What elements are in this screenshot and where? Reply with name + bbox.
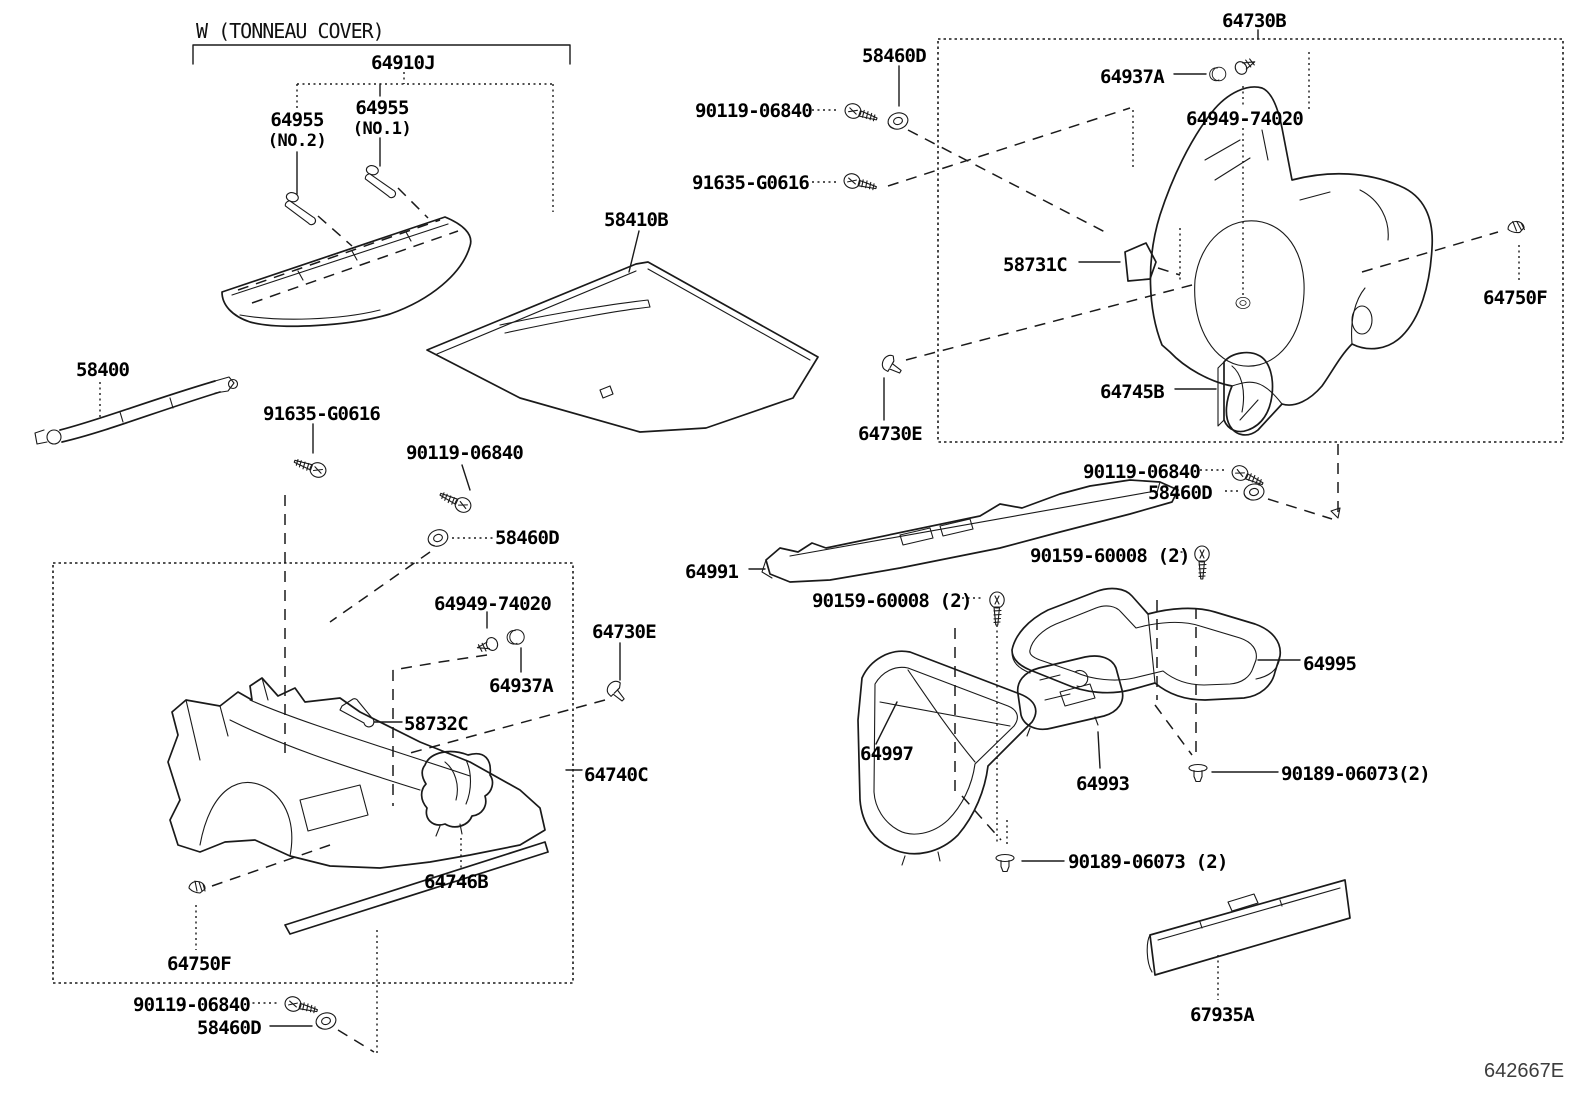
figure-code: 642667E xyxy=(1484,1060,1564,1082)
mid-right-hardware xyxy=(1200,444,1341,520)
clip-64750-left-icon xyxy=(188,880,206,894)
part-label-90189-bottom: 90189-06073 (2) xyxy=(1068,851,1228,873)
tonneau-group-label: W (TONNEAU COVER) xyxy=(196,19,384,43)
left-subassembly-box xyxy=(52,562,574,984)
part-label-90159-b: 90159-60008 (2) xyxy=(1030,545,1190,567)
bracket-64745-part xyxy=(1217,351,1274,433)
part-label-64740c: 64740C xyxy=(584,764,648,786)
pin-64949-right-icon xyxy=(1232,54,1258,77)
part-label-64937a-left: 64937A xyxy=(489,675,554,697)
trim-64991-part xyxy=(748,479,1179,583)
clip-64730e-right-icon xyxy=(879,352,906,378)
part-label-64995: 64995 xyxy=(1303,653,1357,675)
tonneau-clip-no1 xyxy=(361,163,401,199)
part-label-91635-left: 91635-G0616 xyxy=(263,403,380,425)
leader-58410B xyxy=(628,230,640,273)
luggage-mat-part xyxy=(426,230,819,433)
part-label-64955-no1: 64955 xyxy=(355,97,409,119)
panel-67935-part xyxy=(1146,879,1351,1000)
tray-64997-part xyxy=(857,650,1037,866)
part-label-58410b: 58410B xyxy=(604,209,668,231)
screw-90159-a-icon xyxy=(989,591,1005,626)
screw-90119-right-icon xyxy=(842,101,880,127)
tray-64993-part xyxy=(1016,655,1124,769)
right-subassembly-box xyxy=(937,38,1564,443)
part-label-58460d-left: 58460D xyxy=(495,527,559,549)
part-label-58732c: 58732C xyxy=(404,713,468,735)
part-label-64955-no2: 64955 xyxy=(270,109,324,131)
part-sublabel-no1: (NO.1) xyxy=(353,119,411,139)
part-label-58460d-bottom: 58460D xyxy=(197,1017,261,1039)
quarter-trim-rh-part xyxy=(1149,86,1434,436)
plug-64937-left-icon xyxy=(506,629,525,645)
part-label-64993: 64993 xyxy=(1076,773,1130,795)
part-label-67935a: 67935A xyxy=(1190,1004,1255,1026)
screw-91635-left-icon xyxy=(291,454,329,481)
part-label-90189-right: 90189-06073(2) xyxy=(1281,763,1430,785)
rivet-90189-bottom-icon xyxy=(995,853,1015,873)
tonneau-clip-no2 xyxy=(281,190,321,226)
part-label-90159-a: 90159-60008 (2) xyxy=(812,590,972,612)
part-label-64746b: 64746B xyxy=(424,871,488,893)
part-label-58400: 58400 xyxy=(76,359,130,381)
grommet-58460-left-icon xyxy=(425,526,451,550)
grommet-58460-mid-icon xyxy=(1242,481,1266,503)
part-label-90119-bottom: 90119-06840 xyxy=(133,994,250,1016)
rivet-90189-right-icon xyxy=(1188,763,1208,783)
right-box-top-hardware xyxy=(812,29,1310,296)
right-box-misc xyxy=(879,219,1526,433)
part-label-64750f-left: 64750F xyxy=(167,953,231,975)
garnish-64746-part xyxy=(420,750,494,868)
part-label-64750f-right: 64750F xyxy=(1483,287,1547,309)
part-label-90119-left: 90119-06840 xyxy=(406,442,523,464)
rivets-90189 xyxy=(961,763,1279,873)
pad-58731-icon xyxy=(1124,242,1157,282)
left-box-hardware xyxy=(339,611,631,806)
panel-grommet-icon xyxy=(1235,297,1251,309)
part-label-64949-right: 64949-74020 xyxy=(1186,108,1303,130)
screw-91635-right-icon xyxy=(841,171,879,195)
screw-90119-left-icon xyxy=(436,487,474,516)
tonneau-group-bracket xyxy=(192,44,571,65)
grommet-58460-bottom-icon xyxy=(313,1010,339,1032)
clip-64750-right-icon xyxy=(1506,219,1526,235)
part-label-64949-left: 64949-74020 xyxy=(434,593,551,615)
grommet-58460-topright-icon xyxy=(885,110,911,132)
screws-90159 xyxy=(954,545,1210,843)
left-fastener-group xyxy=(284,423,493,758)
part-label-90119-right: 90119-06840 xyxy=(695,100,812,122)
part-label-64730e-right: 64730E xyxy=(858,423,922,445)
clip-64730e-left-icon xyxy=(603,677,631,705)
part-label-58460d-mid: 58460D xyxy=(1148,482,1212,504)
part-label-64910j: 64910J xyxy=(371,52,435,74)
screw-90119-bottom-icon xyxy=(282,994,320,1018)
screw-90159-b-icon xyxy=(1194,545,1210,580)
part-label-64991: 64991 xyxy=(685,561,739,583)
part-label-90119-mid: 90119-06840 xyxy=(1083,461,1200,483)
part-label-64937a-right: 64937A xyxy=(1100,66,1165,88)
part-label-64997: 64997 xyxy=(860,743,914,765)
quarter-trim-lh-part xyxy=(167,677,549,935)
tray-64995-part xyxy=(1011,587,1301,701)
part-label-64745b: 64745B xyxy=(1100,381,1164,403)
left-box-lower-hardware xyxy=(188,844,378,1056)
hook-58732-icon xyxy=(339,698,375,728)
pin-64949-left-icon xyxy=(475,635,500,656)
part-label-58731c: 58731C xyxy=(1003,254,1067,276)
tonneau-assy-bracket xyxy=(296,72,554,212)
strap-part xyxy=(34,376,239,445)
part-label-58460d-topright: 58460D xyxy=(862,45,926,67)
plug-64937-right-icon xyxy=(1209,66,1227,82)
tonneau-cover-part xyxy=(221,163,472,327)
part-label-64730b: 64730B xyxy=(1222,10,1286,32)
part-label-64730e-left: 64730E xyxy=(592,621,656,643)
part-label-91635-right: 91635-G0616 xyxy=(692,172,809,194)
part-sublabel-no2: (NO.2) xyxy=(268,131,326,151)
